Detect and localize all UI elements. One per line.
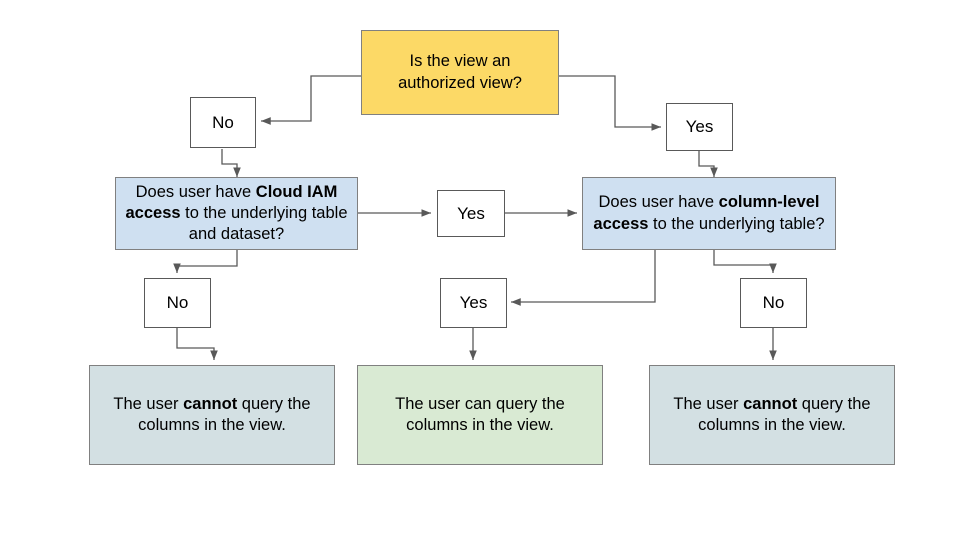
result-left-seg3: query the columns in the view. [138, 394, 311, 434]
branch-no-right-label: No [762, 293, 785, 313]
result-left-seg1: The user [113, 394, 184, 413]
start-question-line2: authorized view? [398, 73, 522, 92]
edge-no-to-result-left [176, 328, 218, 360]
branch-no-left: No [144, 278, 211, 328]
node-result-left: The user cannot query the columns in the… [89, 365, 335, 465]
branch-yes-bottom-label: Yes [459, 293, 488, 313]
branch-no-left-label: No [166, 293, 189, 313]
result-middle-text: The user can query the columns in the vi… [395, 394, 565, 434]
column-question-seg2-bold: column-level access [593, 193, 820, 233]
result-left-seg2-bold: cannot [183, 394, 238, 413]
edge-iam-to-no [173, 250, 238, 273]
edge-yes-to-column [698, 151, 718, 177]
edge-column-to-yes [511, 250, 656, 306]
edge-no-to-iam [221, 149, 241, 177]
result-right-seg1: The user [673, 394, 744, 413]
column-question-seg1: Does user have [598, 193, 719, 212]
node-iam-question: Does user have Cloud IAM access to the u… [115, 177, 358, 250]
result-right-seg3: query the columns in the view. [698, 394, 871, 434]
branch-no-top: No [190, 97, 256, 148]
branch-yes-top: Yes [666, 103, 733, 151]
node-result-middle: The user can query the columns in the vi… [357, 365, 603, 465]
node-start-question: Is the view an authorized view? [361, 30, 559, 115]
branch-yes-bottom: Yes [440, 278, 507, 328]
iam-question-seg2-bold: Cloud IAM access [125, 182, 338, 222]
result-right-seg2-bold: cannot [743, 394, 798, 413]
branch-yes-middle: Yes [437, 190, 505, 237]
edge-start-to-no [261, 75, 362, 125]
branch-yes-top-label: Yes [685, 117, 714, 137]
node-result-right: The user cannot query the columns in the… [649, 365, 895, 465]
start-question-line1: Is the view an [409, 52, 511, 71]
edge-column-to-no [713, 250, 777, 273]
iam-question-seg3: to the underlying table and dataset? [180, 203, 348, 244]
edge-start-to-yes [558, 75, 661, 131]
branch-no-top-label: No [212, 112, 234, 132]
column-question-seg3: to the underlying table? [648, 214, 825, 233]
branch-no-right: No [740, 278, 807, 328]
iam-question-seg1: Does user have [135, 182, 256, 201]
branch-yes-middle-label: Yes [457, 203, 485, 223]
node-column-question: Does user have column-level access to th… [582, 177, 836, 250]
